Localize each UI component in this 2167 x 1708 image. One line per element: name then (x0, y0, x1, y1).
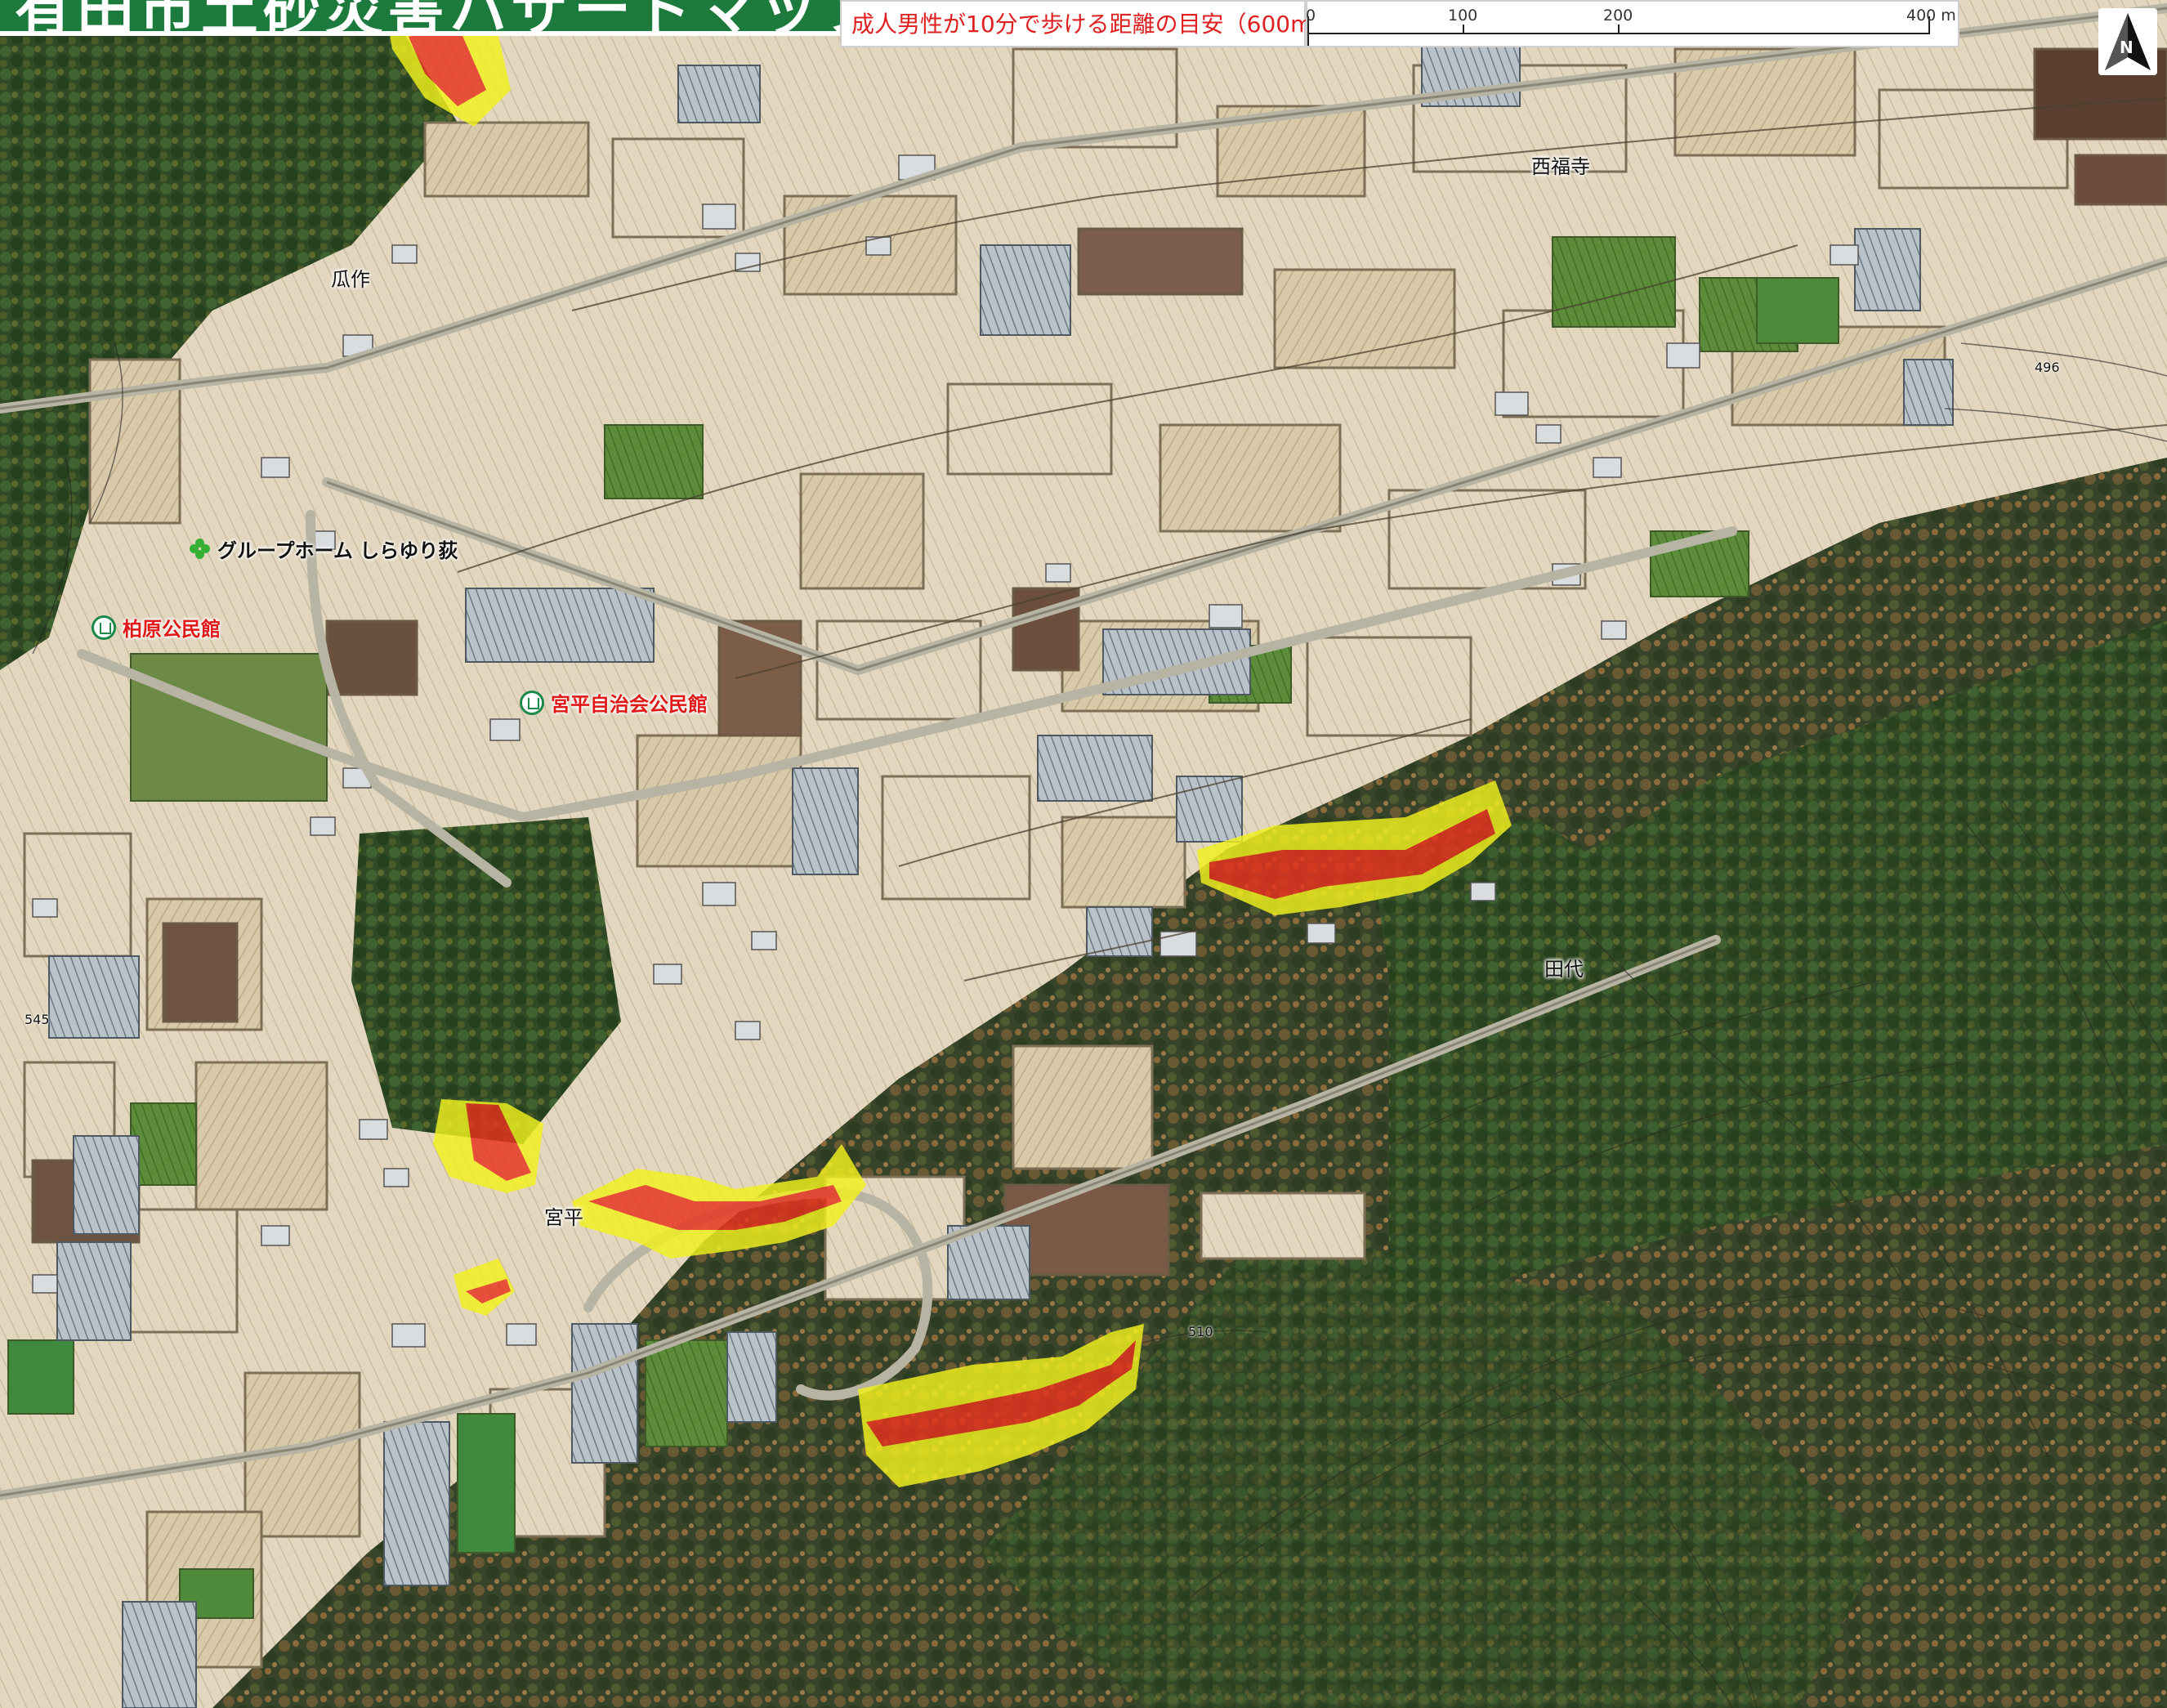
public-hall-icon (92, 615, 116, 640)
facility-label: グループホーム しらゆり荻 (217, 539, 458, 562)
place-name-urizaku: 瓜作 (331, 268, 370, 291)
facility-label: 宮平自治会公民館 (551, 693, 708, 716)
distance-note: 成人男性が10分で歩ける距離の目安（600m） (840, 0, 1335, 47)
scale-label: 0 (1306, 7, 1316, 25)
title-banner: 有田市土砂災害ハザードマップ (0, 0, 845, 36)
public-hall-icon (520, 690, 544, 715)
scale-label: 400 m (1906, 7, 1956, 25)
place-name-tashiro: 田代 (1544, 958, 1584, 981)
facility-group-home[interactable]: グループホーム しらゆり荻 (190, 534, 458, 563)
facility-label: 柏原公民館 (123, 618, 221, 641)
scale-label: 100 (1448, 7, 1478, 25)
scale-tick (1618, 25, 1620, 34)
scale-tick (1463, 25, 1464, 34)
elevation-label: 510 (1188, 1324, 1213, 1339)
hazard-zones (384, 0, 1512, 1487)
north-arrow-icon (2105, 13, 2151, 70)
facility-kashiwabara-hall[interactable]: 柏原公民館 (92, 613, 221, 642)
place-name-miyadaira: 宮平 (544, 1206, 583, 1229)
scale-tick (1307, 16, 1309, 46)
elevation-label: 496 (2035, 360, 2060, 375)
north-label: N (2120, 38, 2133, 57)
scale-label: 200 (1603, 7, 1633, 25)
scale-bar: 0 100 200 400 m (1306, 0, 1959, 47)
scale-tick (1928, 16, 1930, 34)
place-name-saifukuji: 西福寺 (1531, 155, 1590, 178)
facility-miyadaira-hall[interactable]: 宮平自治会公民館 (520, 688, 708, 717)
elevation-label: 545 (25, 1012, 50, 1027)
page-title: 有田市土砂災害ハザードマップ (15, 0, 845, 36)
north-arrow: N (2098, 8, 2157, 75)
clover-icon (190, 538, 211, 560)
